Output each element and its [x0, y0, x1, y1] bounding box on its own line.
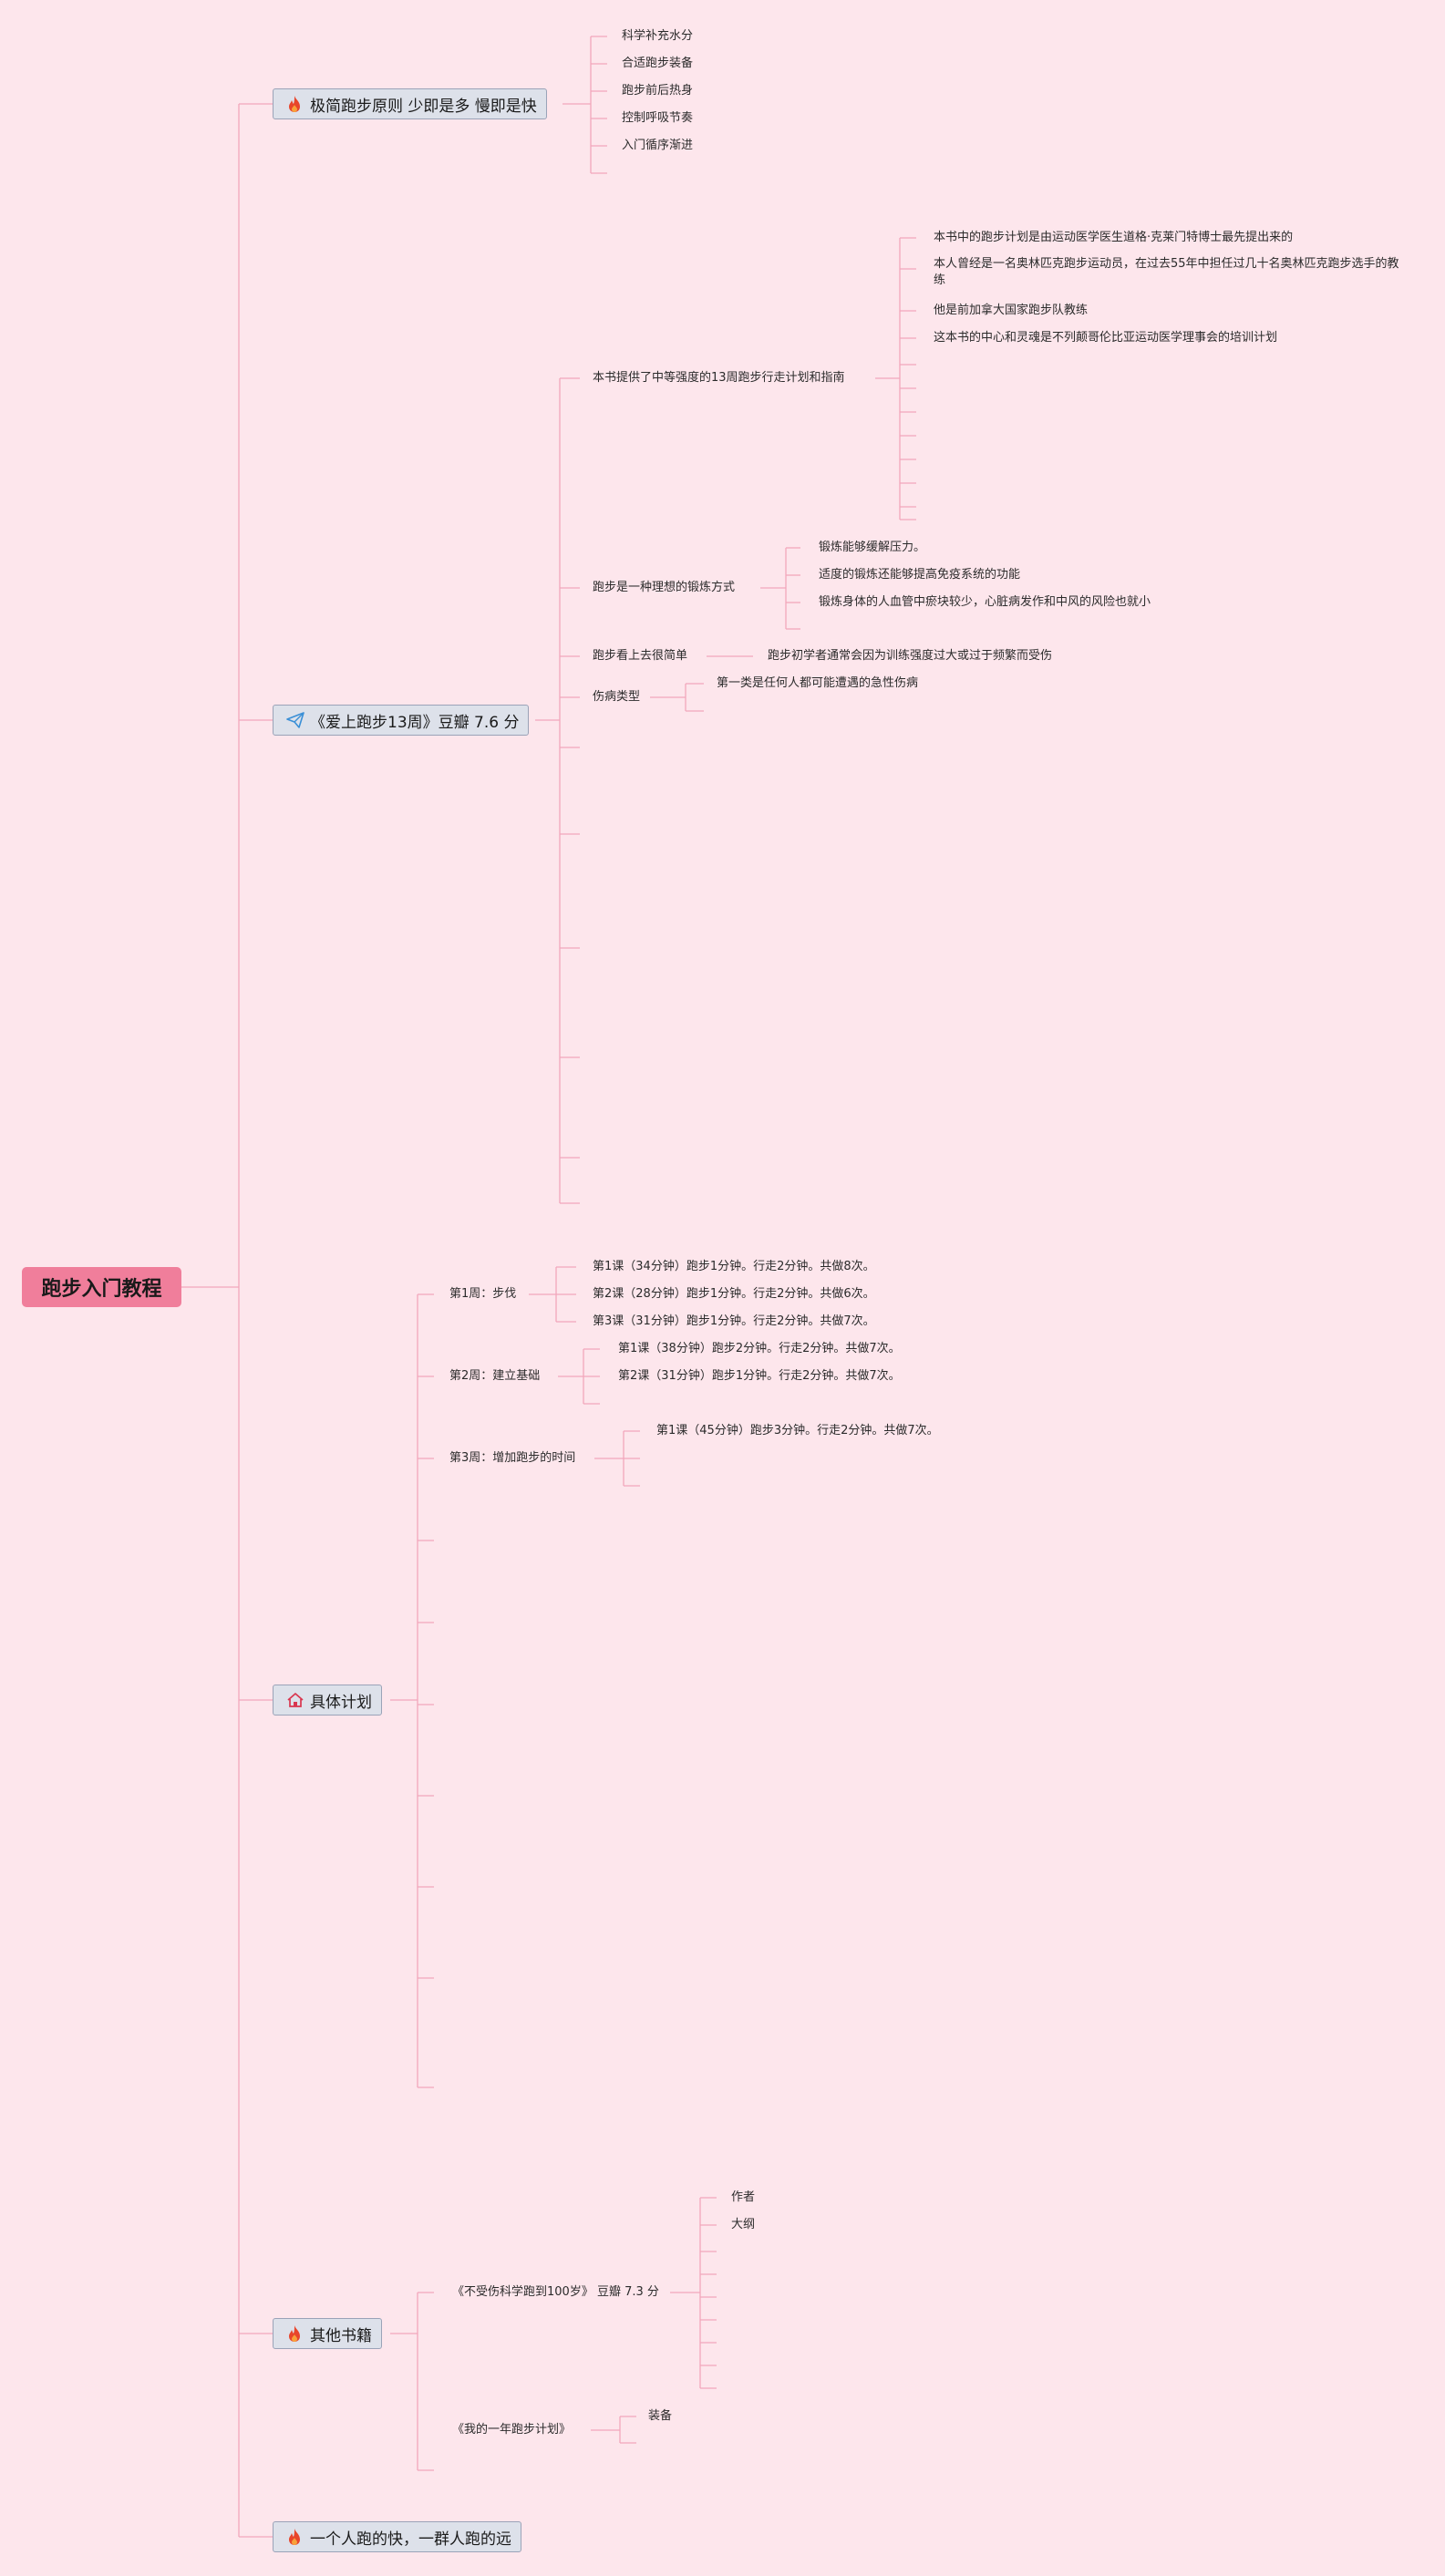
topic-label: 一个人跑的快，一群人跑的远	[310, 2530, 511, 2549]
paper-plane-icon	[286, 710, 304, 730]
topic-plan[interactable]: 具体计划	[273, 1685, 382, 1716]
root-node[interactable]: 跑步入门教程	[22, 1267, 181, 1307]
branch-node[interactable]: 第1周：步伐	[449, 1287, 517, 1301]
branch-node[interactable]: 本书提供了中等强度的13周跑步行走计划和指南	[593, 371, 845, 385]
leaf-node[interactable]: 第一类是任何人都可能遭遇的急性伤病	[717, 676, 919, 690]
leaf-node[interactable]: 锻炼能够缓解压力。	[819, 541, 926, 554]
leaf-node[interactable]: 科学补充水分	[622, 29, 694, 43]
leaf-node[interactable]: 第1课（45分钟）跑步3分钟。行走2分钟。共做7次。	[656, 1424, 939, 1437]
branch-node[interactable]: 跑步看上去很简单	[593, 649, 688, 663]
home-icon	[286, 1690, 304, 1710]
leaf-node[interactable]: 控制呼吸节奏	[622, 111, 694, 125]
leaf-node[interactable]: 入门循序渐进	[622, 139, 694, 152]
topic-minimal-principles[interactable]: 极简跑步原则 少即是多 慢即是快	[273, 88, 547, 119]
leaf-node[interactable]: 第1课（38分钟）跑步2分钟。行走2分钟。共做7次。	[618, 1342, 901, 1355]
topic-other-books[interactable]: 其他书籍	[273, 2318, 382, 2349]
leaf-node[interactable]: 本人曾经是一名奥林匹克跑步运动员，在过去55年中担任过几十名奥林匹克跑步选手的教…	[934, 257, 1399, 287]
leaf-node[interactable]: 锻炼身体的人血管中瘀块较少，心脏病发作和中风的风险也就小	[819, 595, 1151, 609]
leaf-node[interactable]: 作者	[731, 2190, 756, 2204]
fire-icon	[286, 94, 304, 114]
branch-node[interactable]: 第3周：增加跑步的时间	[449, 1451, 576, 1465]
leaf-node[interactable]: 他是前加拿大国家跑步队教练	[934, 304, 1089, 317]
topic-label: 具体计划	[310, 1693, 372, 1712]
leaf-node[interactable]: 合适跑步装备	[622, 57, 694, 70]
leaf-node[interactable]: 第3课（31分钟）跑步1分钟。行走2分钟。共做7次。	[593, 1314, 875, 1328]
fire-icon	[286, 2324, 304, 2344]
branch-node[interactable]: 伤病类型	[593, 690, 641, 704]
leaf-node[interactable]: 适度的锻炼还能够提高免疫系统的功能	[819, 568, 1021, 582]
topic-label: 《爱上跑步13周》豆瓣 7.6 分	[310, 713, 520, 732]
branch-node[interactable]: 《不受伤科学跑到100岁》 豆瓣 7.3 分	[452, 2285, 659, 2299]
branch-node[interactable]: 第2周：建立基础	[449, 1369, 541, 1383]
branch-node[interactable]: 《我的一年跑步计划》	[452, 2423, 572, 2437]
fire-icon	[286, 2527, 304, 2547]
leaf-node[interactable]: 第2课（28分钟）跑步1分钟。行走2分钟。共做6次。	[593, 1287, 875, 1301]
topic-love-running-book[interactable]: 《爱上跑步13周》豆瓣 7.6 分	[273, 705, 530, 736]
leaf-node[interactable]: 第1课（34分钟）跑步1分钟。行走2分钟。共做8次。	[593, 1260, 875, 1273]
topic-run-together[interactable]: 一个人跑的快，一群人跑的远	[273, 2521, 521, 2552]
leaf-node[interactable]: 第2课（31分钟）跑步1分钟。行走2分钟。共做7次。	[618, 1369, 901, 1383]
branch-node[interactable]: 跑步是一种理想的锻炼方式	[593, 581, 736, 594]
leaf-node[interactable]: 大纲	[731, 2218, 756, 2231]
topic-label: 其他书籍	[310, 2326, 372, 2345]
topic-label: 极简跑步原则 少即是多 慢即是快	[310, 97, 537, 116]
leaf-node[interactable]: 本书中的跑步计划是由运动医学医生道格·克莱门特博士最先提出来的	[934, 231, 1294, 244]
leaf-node[interactable]: 装备	[648, 2409, 673, 2423]
leaf-node[interactable]: 这本书的中心和灵魂是不列颠哥伦比亚运动医学理事会的培训计划	[934, 331, 1278, 345]
leaf-node[interactable]: 跑步初学者通常会因为训练强度过大或过于频繁而受伤	[768, 649, 1053, 663]
leaf-node[interactable]: 跑步前后热身	[622, 84, 694, 98]
